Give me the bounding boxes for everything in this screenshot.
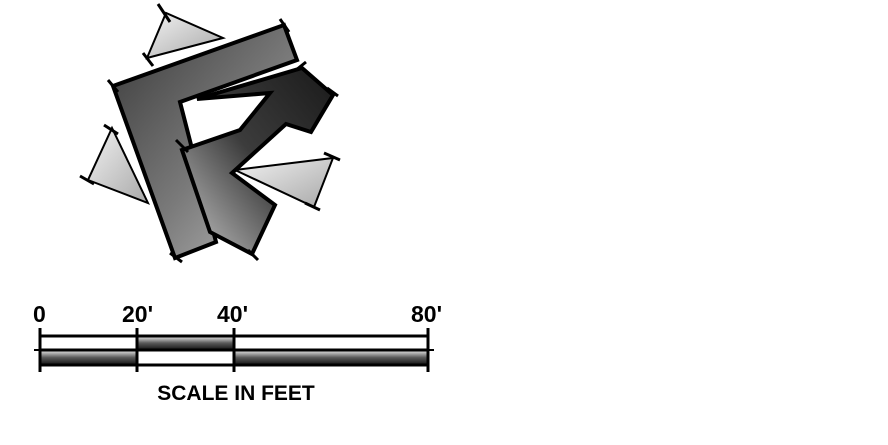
- scale-segment-20-40-top: [135, 334, 236, 352]
- scale-ticks: [34, 328, 434, 372]
- scale-segment-0-20-bottom: [38, 348, 139, 367]
- scale-label-20: 20': [122, 301, 153, 327]
- scale-label-0: 0: [33, 301, 46, 327]
- scale-label-80: 80': [411, 301, 442, 327]
- light-triangle-right: [231, 156, 335, 209]
- scale-label-40: 40': [217, 301, 248, 327]
- scale-segment-0-20-top: [38, 334, 139, 352]
- scale-segment-20-40-bottom: [135, 348, 236, 367]
- scale-segment-40-80-top: [232, 334, 430, 352]
- scale-bar: 0 20' 40' 80' SCALE IN FEET: [33, 301, 442, 405]
- scale-caption: SCALE IN FEET: [157, 382, 315, 405]
- light-triangle-top: [145, 11, 227, 60]
- scale-segment-40-80-bottom: [232, 348, 430, 367]
- light-triangle-left: [86, 125, 150, 205]
- zigzag-arrow-shape: [179, 65, 336, 257]
- logo-mark: [79, 3, 341, 264]
